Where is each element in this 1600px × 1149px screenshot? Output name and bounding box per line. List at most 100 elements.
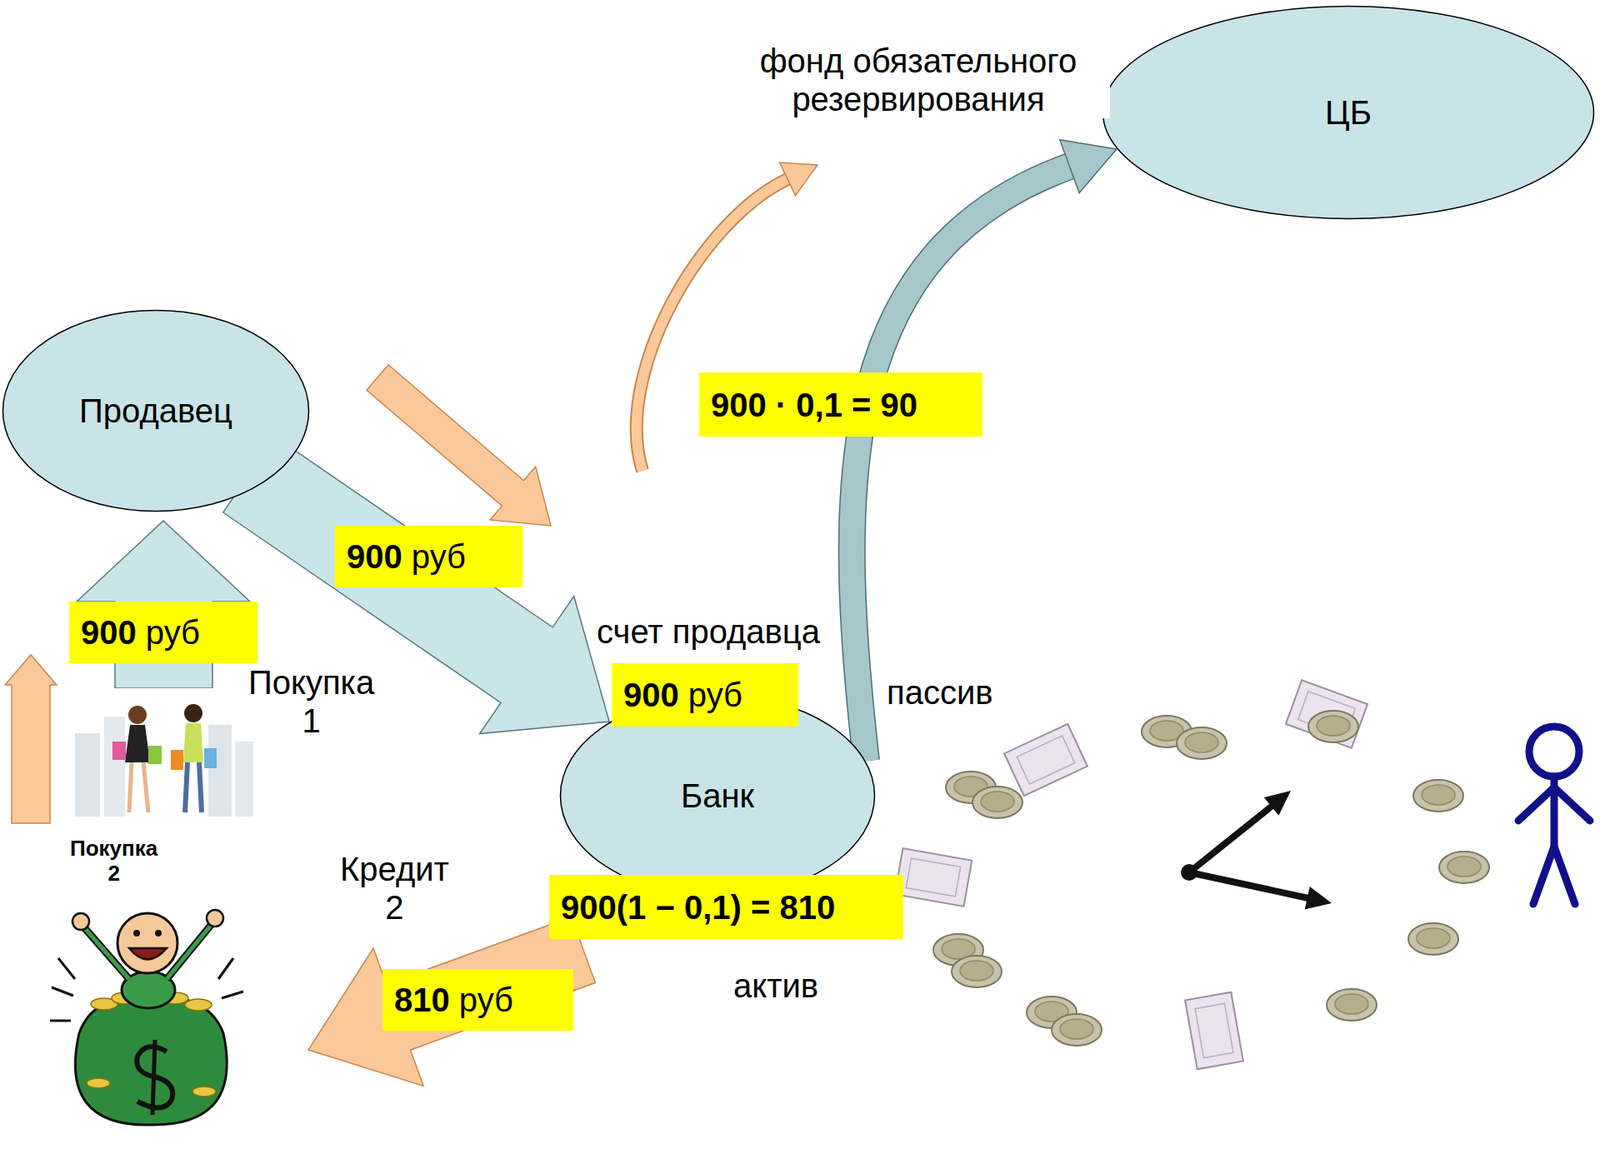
drawing-part-rect <box>69 688 259 829</box>
drawing-part-use <box>1439 851 1490 884</box>
drawing-part-use <box>1326 989 1377 1021</box>
drawing-part-circle <box>206 910 224 927</box>
drawing-part-circle <box>184 704 203 723</box>
drawing-part-circle <box>1529 726 1580 777</box>
drawing-part-rect <box>148 745 162 765</box>
drawing-part-use <box>1308 710 1359 743</box>
drawing-part-rect <box>204 748 217 769</box>
drawing-part-use <box>1004 724 1088 796</box>
ellipse-shape <box>3 310 310 512</box>
annotation-text: счет продавца <box>593 612 824 651</box>
annotation-text: Покупка 1 <box>245 663 378 740</box>
number-text: 810 <box>394 981 450 1019</box>
drawing-part-use <box>951 955 1002 988</box>
drawing-part-use <box>1051 1014 1102 1046</box>
number-text: 900 <box>80 614 137 651</box>
arrowhead <box>1060 140 1117 194</box>
edge-value-callout: 900 · 0,1 = 90 <box>699 372 983 437</box>
annotation-text-text: Покупка 2 <box>70 835 158 886</box>
drawing-part-circle <box>117 913 178 974</box>
orange-arrow <box>366 365 551 526</box>
annotation-text-text: фонд обязательного резервирования <box>760 42 1078 118</box>
credit-arrow <box>308 917 595 1087</box>
drawing-part-path <box>152 1040 155 1115</box>
drawing-part-line <box>1533 846 1555 905</box>
drawing-part-polygon <box>1305 886 1332 910</box>
annotation-text-text: Кредит 2 <box>340 850 450 926</box>
coin-clock <box>895 680 1490 1070</box>
drawing-part-path <box>129 948 167 960</box>
drawing-part-ellipse <box>86 1078 110 1089</box>
drawing-part-path <box>185 762 202 813</box>
value-callout: 900(1 − 0,1) = 810 <box>549 875 904 940</box>
value-callout-text: 900 руб <box>80 613 200 652</box>
curved-arrow-outline <box>851 166 1070 762</box>
drawing-part-use <box>1408 923 1459 955</box>
annotation-text-text: пассив <box>886 674 994 711</box>
drawing-part-circle <box>1180 864 1198 881</box>
drawing-part-line <box>1554 846 1575 905</box>
drawing-part-rect <box>104 716 125 817</box>
drawing-part-line <box>1554 787 1590 821</box>
value-callout: 810 руб <box>382 969 574 1031</box>
drawing-part-use <box>972 786 1023 819</box>
value-callout-text: 900(1 − 0,1) = 810 <box>560 888 835 927</box>
drawing-part-polygon <box>1264 790 1291 816</box>
drawing-part-use <box>1285 680 1368 748</box>
drawing-part-rect <box>170 750 184 770</box>
connector-arrow <box>851 140 1117 762</box>
node-label: ЦБ <box>1325 93 1372 132</box>
annotation-text: Кредит 2 <box>336 850 453 927</box>
value-callout: 900 руб <box>611 663 799 727</box>
drawing-part-path <box>75 996 227 1125</box>
drawing-part-line <box>1189 872 1309 899</box>
annotation-text: актив <box>730 966 822 1005</box>
drawing-part-rect <box>235 741 254 817</box>
node-text-group: Продавец <box>79 391 233 430</box>
annotation-text-text: счет продавца <box>596 613 820 650</box>
node-label: Банк <box>680 776 755 815</box>
annotation-text: Покупка 2 <box>66 836 161 887</box>
orange-up-arrow <box>5 655 57 824</box>
orange-arrowhead <box>780 162 819 196</box>
drawing-part-use <box>1176 727 1227 760</box>
node-label: Продавец <box>79 391 233 430</box>
drawing-part-rect <box>112 741 126 760</box>
drawing-part-ellipse <box>192 1086 216 1097</box>
edge-value-callout: 900 руб <box>335 525 523 588</box>
value-callout: 900 руб <box>69 601 258 664</box>
edge-value-callout-text: 900 руб <box>346 537 466 576</box>
drawing-part-path <box>129 762 149 813</box>
number-text: 900 <box>346 538 403 575</box>
drawing-part-circle <box>128 705 147 725</box>
drawing-part-path <box>183 723 204 763</box>
drawing-part-ellipse <box>185 999 212 1011</box>
value-callout-text: 900 руб <box>623 675 743 715</box>
ellipse-node: Продавец <box>1 309 310 513</box>
drawing-part-circle <box>155 930 162 937</box>
node-text-group: Банк <box>680 776 755 815</box>
drawing-part-rect <box>208 725 232 817</box>
drawing-part-circle <box>133 930 140 937</box>
drawing-part-line <box>1518 787 1555 821</box>
ellipse-node: ЦБ <box>1101 5 1595 220</box>
edge-value-callout-text: 900 · 0,1 = 90 <box>710 385 918 425</box>
drawing-part-use <box>1413 780 1464 812</box>
value-callout-text: 810 руб <box>394 980 514 1020</box>
stick-figure <box>1518 726 1590 905</box>
shoppers-picture <box>69 688 259 829</box>
node-text-group: ЦБ <box>1325 93 1372 132</box>
number-text: 900 <box>623 676 680 714</box>
annotation-text-text: Покупка 1 <box>248 664 375 740</box>
drawing-part-line <box>1189 805 1274 873</box>
curved-arrow-body <box>851 166 1070 762</box>
annotation-text: фонд обязательного резервирования <box>726 41 1110 119</box>
annotation-text: пассив <box>883 673 997 712</box>
moneybag-cartoon <box>50 910 244 1125</box>
drawing-part-use <box>895 848 972 907</box>
drawing-part-rect <box>75 733 100 817</box>
annotation-text-text: актив <box>733 967 819 1005</box>
drawing-part-path <box>125 725 150 763</box>
ellipse-shape <box>1103 6 1595 220</box>
